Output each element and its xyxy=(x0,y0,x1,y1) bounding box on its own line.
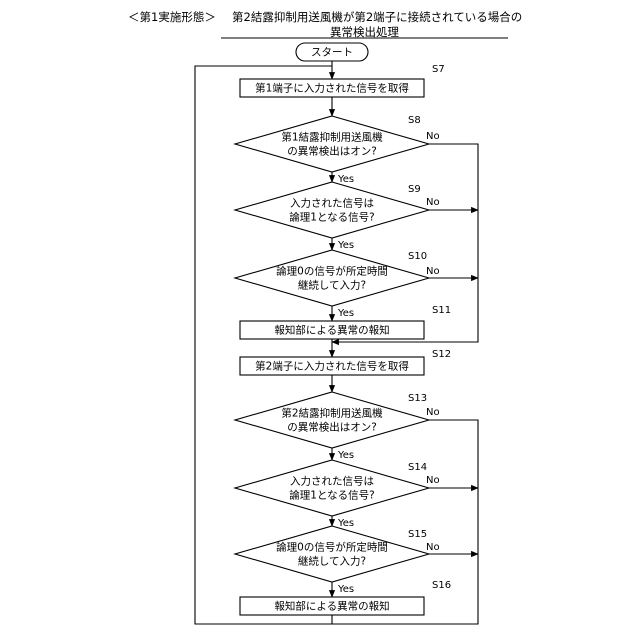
step-s11-text: 報知部による異常の報知 xyxy=(274,324,389,337)
step-s9-text: 入力された信号は xyxy=(290,197,374,210)
step-s8-text: の異常検出はオン? xyxy=(287,145,377,158)
yes-label: Yes xyxy=(337,450,354,461)
yes-label: Yes xyxy=(337,174,354,185)
step-s10-text: 継続して入力? xyxy=(298,279,366,292)
decision-s13 xyxy=(235,392,429,448)
step-id-s9: S9 xyxy=(408,184,421,195)
yes-label: Yes xyxy=(337,308,354,319)
step-id-s13: S13 xyxy=(408,393,427,404)
step-s15-text: 論理0の信号が所定時間 xyxy=(276,541,388,554)
step-s7-text: 第1端子に入力された信号を取得 xyxy=(255,82,409,95)
step-s14-text: 論理1となる信号? xyxy=(289,489,374,502)
no-label: No xyxy=(426,407,440,418)
step-id-s10: S10 xyxy=(408,251,427,262)
no-label: No xyxy=(426,542,440,553)
step-s16-text: 報知部による異常の報知 xyxy=(274,600,389,613)
decision-s8 xyxy=(235,116,429,172)
no-label: No xyxy=(426,197,440,208)
no-label: No xyxy=(426,475,440,486)
yes-label: Yes xyxy=(337,584,354,595)
step-s14-text: 入力された信号は xyxy=(290,475,374,488)
decision-s9 xyxy=(235,182,429,238)
step-s15-text: 継続して入力? xyxy=(298,555,366,568)
step-s9-text: 論理1となる信号? xyxy=(289,211,374,224)
shapes: スタート第1端子に入力された信号を取得 S7 第1結露抑制用送風機の異常検出はオン?… xyxy=(235,43,451,615)
step-id-s7: S7 xyxy=(432,64,445,75)
decision-s14 xyxy=(235,460,429,516)
decision-s15 xyxy=(235,526,429,582)
step-id-s16: S16 xyxy=(432,580,451,591)
step-id-s8: S8 xyxy=(408,115,421,126)
step-s13-text: 第2結露抑制用送風機 xyxy=(281,407,383,420)
step-s10-text: 論理0の信号が所定時間 xyxy=(276,265,388,278)
no-label: No xyxy=(426,266,440,277)
step-s8-text: 第1結露抑制用送風機 xyxy=(281,131,383,144)
no-label: No xyxy=(426,131,440,142)
step-id-s11: S11 xyxy=(432,305,451,316)
step-s13-text: の異常検出はオン? xyxy=(287,421,377,434)
decision-s10 xyxy=(235,250,429,306)
yes-label: Yes xyxy=(337,240,354,251)
start-label: スタート xyxy=(311,47,353,59)
yes-label: Yes xyxy=(337,518,354,529)
step-s12-text: 第2端子に入力された信号を取得 xyxy=(255,360,409,373)
step-id-s14: S14 xyxy=(408,462,427,473)
step-id-s12: S12 xyxy=(432,349,451,360)
step-id-s15: S15 xyxy=(408,529,427,540)
